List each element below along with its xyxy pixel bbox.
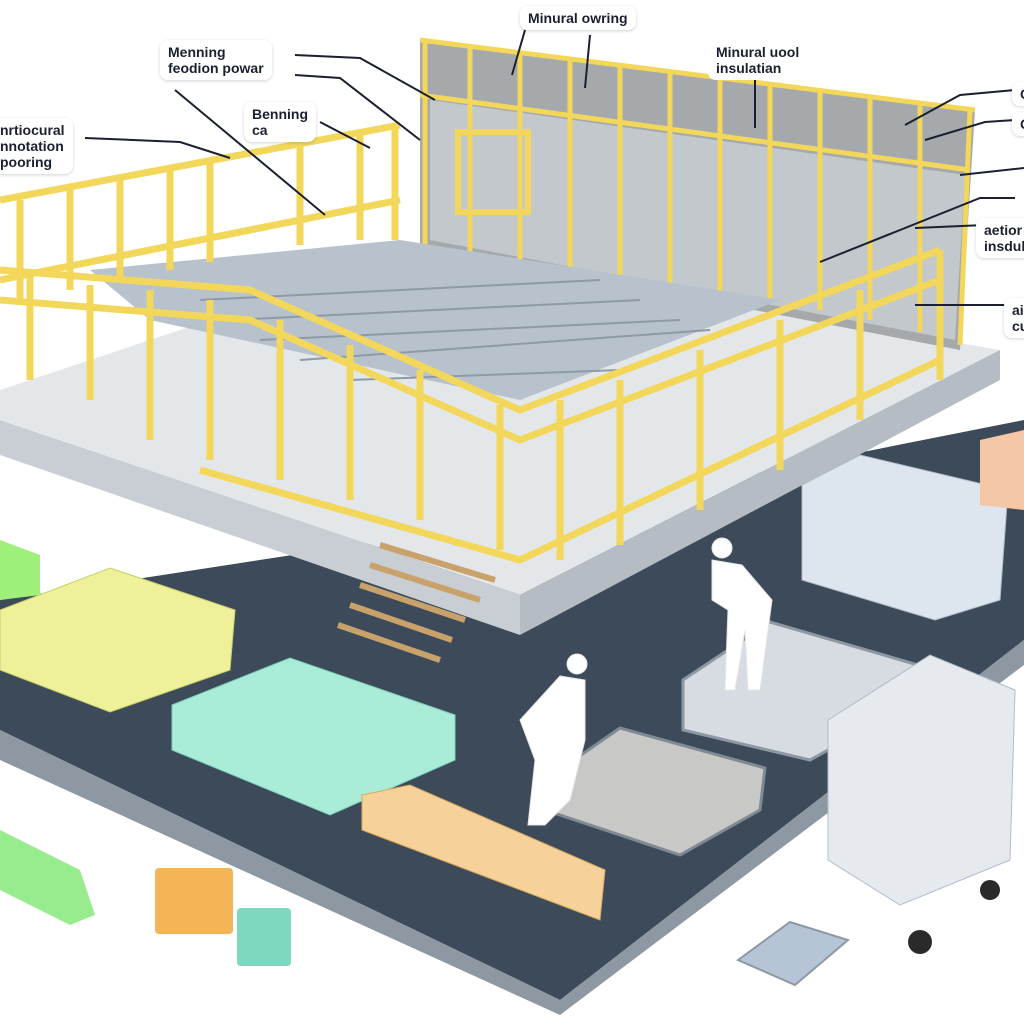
green-roll — [0, 830, 95, 925]
wood-boards — [361, 784, 606, 921]
label-mineral-wool-insulation: Minural uool insulatian — [708, 40, 808, 80]
stairs — [337, 542, 496, 663]
platform-front — [0, 420, 520, 635]
green-batt — [0, 540, 40, 600]
orange-foam-block — [155, 868, 233, 934]
label-menning: Menning feodion powar — [160, 40, 272, 80]
wood-block-right — [980, 430, 1024, 510]
wool-stack-cart — [827, 654, 1016, 906]
leader-lines — [84, 29, 1024, 306]
fiberglass-batt — [0, 567, 236, 713]
label-benning: Benning ca — [244, 102, 316, 142]
label-mineral-owring: Minural owring — [520, 6, 636, 30]
insulation-stack — [801, 454, 1009, 621]
floor-insulation — [90, 240, 780, 400]
window-frame — [455, 129, 531, 215]
back-wall-studs — [419, 37, 976, 346]
label-right-2: C — [1012, 112, 1024, 136]
label-left: nrtiocural nnotation pooring — [0, 118, 73, 174]
wall-insulation — [430, 100, 965, 340]
foam-board — [171, 657, 456, 816]
label-right-3: aetior insdul — [976, 218, 1024, 258]
ground-slab — [0, 420, 1024, 1000]
worker-figures — [519, 537, 773, 826]
label-right-1: C — [1012, 82, 1024, 106]
cart-wheels — [908, 880, 1000, 954]
label-right-4: ai cu — [1004, 298, 1024, 338]
teal-foam-block — [237, 908, 291, 966]
platform-side — [520, 350, 1000, 635]
metal-panel — [736, 920, 851, 987]
front-frames — [0, 121, 944, 564]
